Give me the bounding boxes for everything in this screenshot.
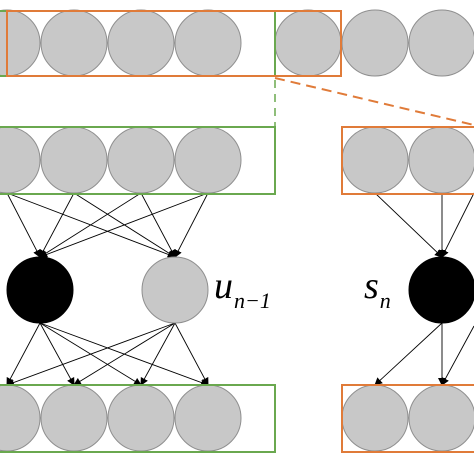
- sequence-node: [274, 9, 342, 77]
- connection-arrow: [174, 192, 209, 258]
- connection-arrow: [6, 322, 176, 387]
- left-output-window-box: [0, 384, 276, 453]
- right-input-nodes: [341, 126, 474, 194]
- connection-arrow: [73, 322, 176, 386]
- output-node: [0, 384, 41, 452]
- right-input-window-box: [341, 126, 474, 195]
- connection-arrow: [39, 192, 209, 259]
- window-boxes: [0, 10, 474, 453]
- u-label: un−1: [214, 265, 271, 313]
- connection-arrow: [374, 192, 443, 258]
- top-sequence-nodes: [0, 9, 474, 77]
- connection-arrow: [174, 322, 209, 386]
- right-output-nodes: [341, 384, 474, 452]
- connection-arrow: [140, 192, 176, 258]
- input-node: [107, 126, 175, 194]
- sequence-node: [40, 9, 108, 77]
- active-hidden-node: [6, 256, 74, 324]
- u-label-main: u: [214, 265, 233, 307]
- hidden-node: [141, 256, 209, 324]
- connection-arrow: [441, 325, 474, 386]
- window-shift-dashed-line: [274, 77, 474, 126]
- next-window-box: [6, 10, 342, 77]
- output-node: [40, 384, 108, 452]
- connection-arrow: [39, 192, 142, 258]
- output-node: [107, 384, 175, 452]
- connection-arrow: [441, 192, 474, 258]
- input-node: [341, 126, 409, 194]
- s-label-main: s: [364, 265, 379, 307]
- s-label: sn: [364, 265, 391, 313]
- connection-arrow: [6, 192, 41, 258]
- sequence-node: [107, 9, 175, 77]
- sequence-node: [408, 9, 474, 77]
- connection-lines: [6, 77, 474, 387]
- connection-arrow: [140, 322, 176, 386]
- sequence-node: [174, 9, 242, 77]
- input-node: [408, 126, 474, 194]
- output-node: [174, 384, 242, 452]
- output-node: [408, 384, 474, 452]
- u-label-subscript: n−1: [234, 288, 271, 313]
- left-input-nodes: [0, 126, 242, 194]
- connection-arrow: [39, 322, 75, 386]
- right-output-window-box: [341, 384, 474, 453]
- output-node: [341, 384, 409, 452]
- input-node: [174, 126, 242, 194]
- active-hidden-node: [408, 256, 474, 324]
- left-output-nodes: [0, 384, 242, 452]
- connection-arrow: [374, 322, 443, 386]
- sequence-node: [341, 9, 409, 77]
- connection-arrow: [6, 322, 41, 386]
- left-input-window-box: [0, 126, 276, 195]
- hidden-units: [6, 256, 474, 324]
- s-label-subscript: n: [380, 288, 391, 313]
- input-node: [0, 126, 41, 194]
- connection-arrow: [39, 192, 75, 258]
- input-node: [40, 126, 108, 194]
